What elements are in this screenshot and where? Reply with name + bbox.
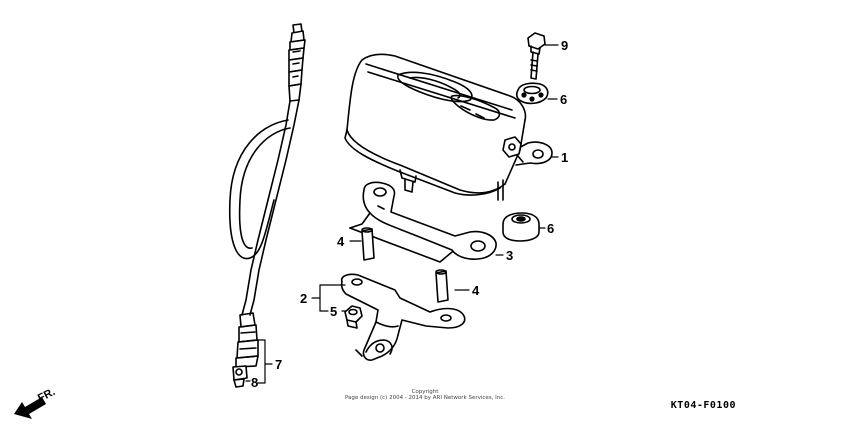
- callout-3: 3: [506, 248, 513, 263]
- callout-9: 9: [561, 38, 568, 53]
- leader-lines: [245, 44, 559, 384]
- rubber-grommet-lower[interactable]: [502, 212, 540, 242]
- callout-1: 1: [561, 150, 568, 165]
- callout-2: 2: [300, 291, 307, 306]
- copyright-heading: Copyright: [411, 389, 439, 395]
- meter-housing[interactable]: [344, 53, 553, 201]
- collar-left[interactable]: [361, 227, 375, 261]
- lower-stay[interactable]: [340, 273, 466, 361]
- callout-5: 5: [330, 304, 337, 319]
- diagram-code: KT04-F0100: [670, 400, 736, 411]
- front-direction-label: FR.: [36, 386, 57, 405]
- meter-bracket[interactable]: [349, 181, 497, 263]
- copyright-notice: Page design (c) 2004 - 2014 by ARI Netwo…: [344, 395, 506, 401]
- callout-4-left: 4: [337, 234, 345, 249]
- speedometer-cable[interactable]: [228, 23, 306, 388]
- callouts: 1 2 3 4 4 5 6 6 7 8 9: [251, 38, 568, 390]
- callout-7: 7: [275, 357, 282, 372]
- rubber-grommet-top[interactable]: [515, 82, 549, 105]
- nut[interactable]: [344, 305, 363, 329]
- callout-6-top: 6: [560, 92, 567, 107]
- collar-right[interactable]: [435, 269, 449, 303]
- bolt[interactable]: [527, 32, 546, 80]
- callout-4-right: 4: [472, 283, 480, 298]
- front-direction-arrow-icon: FR.: [14, 386, 57, 419]
- callout-8: 8: [251, 375, 258, 390]
- callout-6-lower: 6: [547, 221, 554, 236]
